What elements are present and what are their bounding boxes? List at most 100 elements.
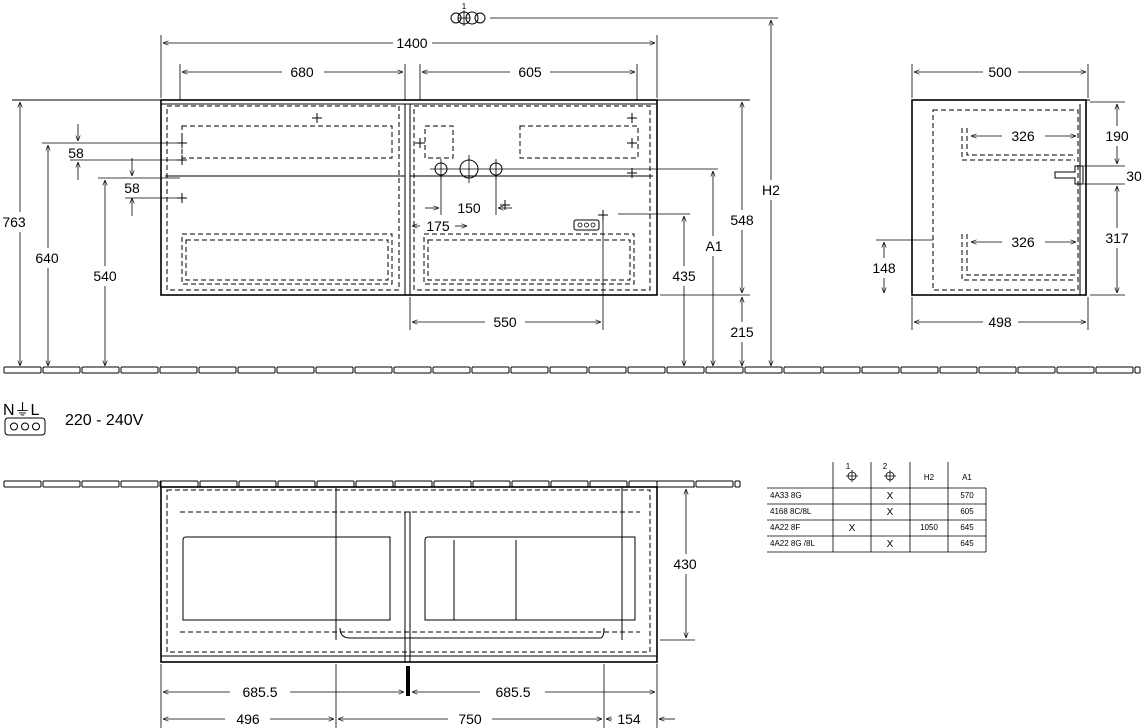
front-view: 1400 680 605 763 640 540 58 58 150 175 — [2, 2, 784, 366]
wall-segment — [744, 366, 783, 374]
wall-segment — [656, 480, 695, 488]
svg-text:570: 570 — [960, 491, 974, 500]
wall-segment — [198, 366, 237, 374]
drawer-lower-left — [181, 233, 393, 285]
dim-58-lower: 58 — [124, 180, 140, 196]
dim-500: 500 — [988, 64, 1012, 80]
terminal-labels: N⏚L — [3, 401, 40, 419]
dim-685-left: 685.5 — [242, 684, 277, 700]
wall-segment — [628, 480, 658, 488]
wall-segment — [589, 480, 628, 488]
wall-segment — [81, 366, 120, 374]
siphon-cutout — [424, 125, 454, 159]
dim-1400: 1400 — [396, 35, 427, 51]
wall-segment — [432, 366, 471, 374]
dim-326-upper: 326 — [1011, 128, 1035, 144]
variant-table: 1 2 H2 A1 4A33 8G X 570 4168 8C/8L X 605… — [767, 462, 987, 553]
wall-segment — [978, 366, 1017, 374]
plan-view: 430 685.5 685.5 496 750 154 — [160, 486, 702, 728]
wall-segment — [81, 480, 120, 488]
wall-segment — [550, 480, 589, 488]
svg-text:X: X — [887, 491, 894, 502]
wall-segment — [316, 480, 355, 488]
wall-segment — [549, 366, 588, 374]
dim-640: 640 — [35, 250, 59, 266]
table-row: 4168 8C/8L X 605 — [770, 507, 974, 518]
wall-segment — [160, 480, 199, 488]
wall-segment — [1056, 366, 1095, 374]
dim-550: 550 — [493, 314, 517, 330]
dim-317: 317 — [1105, 230, 1129, 246]
table-header-a1: A1 — [962, 473, 972, 482]
dim-540: 540 — [93, 268, 117, 284]
wall-segment — [939, 366, 978, 374]
fixing-points — [177, 113, 637, 220]
wall-segment — [355, 480, 394, 488]
dim-150: 150 — [457, 200, 481, 216]
dim-430: 430 — [673, 556, 697, 572]
svg-text:4A22 8G /8L: 4A22 8G /8L — [770, 539, 815, 548]
wall-segment — [120, 480, 159, 488]
svg-text:645: 645 — [960, 523, 974, 532]
dim-548: 548 — [730, 212, 754, 228]
dim-30: 30 — [1126, 168, 1142, 184]
svg-text:605: 605 — [960, 507, 974, 516]
plan-outline — [160, 486, 658, 663]
wall-segment — [1134, 366, 1141, 374]
drawer-lower-left-inner — [185, 239, 389, 281]
wall-segment — [734, 480, 741, 488]
dim-496: 496 — [236, 711, 260, 727]
svg-text:4A33 8G: 4A33 8G — [770, 491, 802, 500]
wall-segment — [159, 366, 198, 374]
symbol-number: 1 — [462, 2, 467, 11]
wall-segment — [433, 480, 472, 488]
wall-segment — [238, 480, 277, 488]
cabinet-outline — [160, 99, 658, 296]
svg-text:X: X — [849, 523, 856, 534]
svg-text:645: 645 — [960, 539, 974, 548]
table-header-1: 1 — [846, 462, 851, 471]
wall-segment — [354, 366, 393, 374]
water-connection-icon — [430, 155, 510, 183]
svg-text:X: X — [887, 539, 894, 550]
drawer-upper-right — [519, 125, 639, 159]
table-row: 4A22 8G /8L X 645 — [770, 539, 974, 550]
wall-segment — [315, 366, 354, 374]
wall-segment — [822, 366, 861, 374]
svg-text:4A22 8F: 4A22 8F — [770, 523, 800, 532]
table-row: 4A22 8F X 1050 645 — [770, 523, 974, 534]
drawer-lower-right — [423, 233, 635, 285]
wall-segment — [627, 366, 666, 374]
dim-190: 190 — [1105, 128, 1129, 144]
wall-segment — [276, 366, 315, 374]
wall-segment — [666, 366, 705, 374]
table-header-h2: H2 — [924, 473, 935, 482]
wall-segment — [695, 480, 734, 488]
wall-segment — [861, 366, 900, 374]
electrical-symbol: N⏚L 220 - 240V — [3, 401, 144, 436]
wall-segment — [237, 366, 276, 374]
svg-text:1050: 1050 — [920, 523, 938, 532]
table-header-2: 2 — [883, 462, 888, 471]
wall-segment — [120, 366, 159, 374]
dim-685-right: 685.5 — [495, 684, 530, 700]
dim-750: 750 — [458, 711, 482, 727]
wall-segment — [393, 366, 432, 374]
wall-segment — [3, 366, 42, 374]
wall-segment — [588, 366, 627, 374]
dim-148: 148 — [872, 260, 896, 276]
dim-154: 154 — [617, 711, 641, 727]
dim-175: 175 — [426, 218, 450, 234]
center-divider — [404, 103, 411, 296]
dim-h2: H2 — [762, 182, 780, 198]
socket-icon — [573, 219, 600, 231]
wall-segment — [42, 480, 81, 488]
dim-605: 605 — [518, 64, 542, 80]
wall-segment — [199, 480, 238, 488]
wall-segment — [42, 366, 81, 374]
side-outline — [911, 99, 1087, 296]
table-row: 4A33 8G X 570 — [770, 491, 974, 502]
wall-segment — [511, 480, 550, 488]
